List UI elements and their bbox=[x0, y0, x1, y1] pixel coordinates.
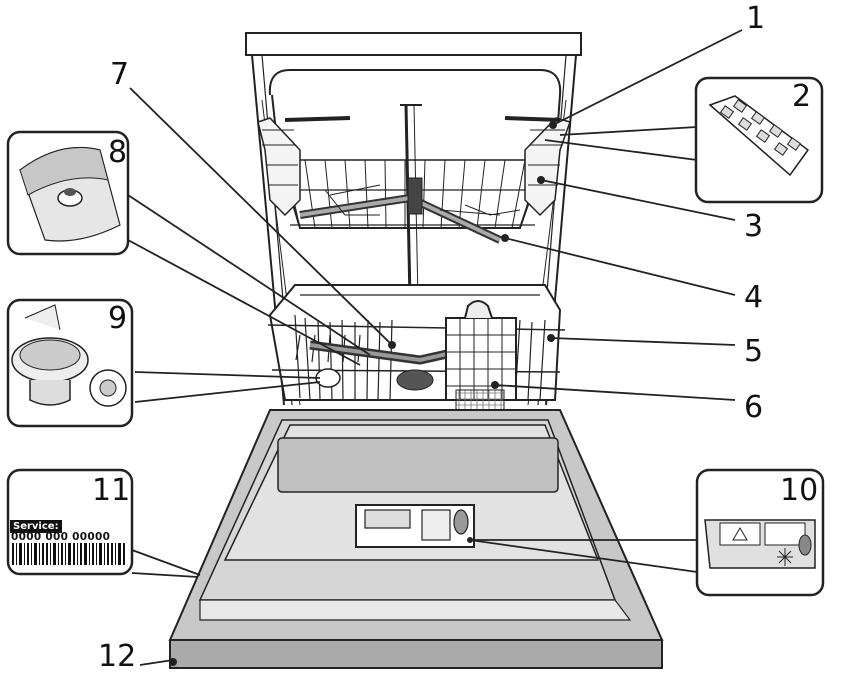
leader-lines bbox=[127, 29, 743, 666]
leader-dots bbox=[169, 121, 557, 666]
upper-basket bbox=[257, 116, 571, 244]
service-sticker-inset bbox=[6, 468, 134, 576]
callout-6: 6 bbox=[744, 390, 764, 425]
callout-7: 7 bbox=[110, 57, 130, 92]
salt-reservoir-inset bbox=[6, 130, 130, 256]
callout-3: 3 bbox=[744, 209, 764, 244]
door bbox=[168, 409, 664, 669]
callout-9: 9 bbox=[108, 301, 128, 336]
callout-2: 2 bbox=[792, 79, 812, 114]
dispenser-inset bbox=[695, 468, 825, 597]
service-code: 0000 000 00000 bbox=[11, 531, 111, 543]
callout-1: 1 bbox=[746, 1, 766, 36]
callout-11: 11 bbox=[92, 473, 131, 508]
callout-8: 8 bbox=[108, 135, 128, 170]
callout-5: 5 bbox=[744, 334, 764, 369]
cup-shelf-inset bbox=[694, 76, 824, 204]
filter-inset bbox=[6, 298, 134, 428]
callout-10: 10 bbox=[780, 473, 819, 508]
lower-basket bbox=[267, 284, 566, 419]
callout-4: 4 bbox=[744, 280, 764, 315]
service-label: Service: bbox=[10, 520, 62, 533]
callout-12: 12 bbox=[98, 639, 137, 674]
